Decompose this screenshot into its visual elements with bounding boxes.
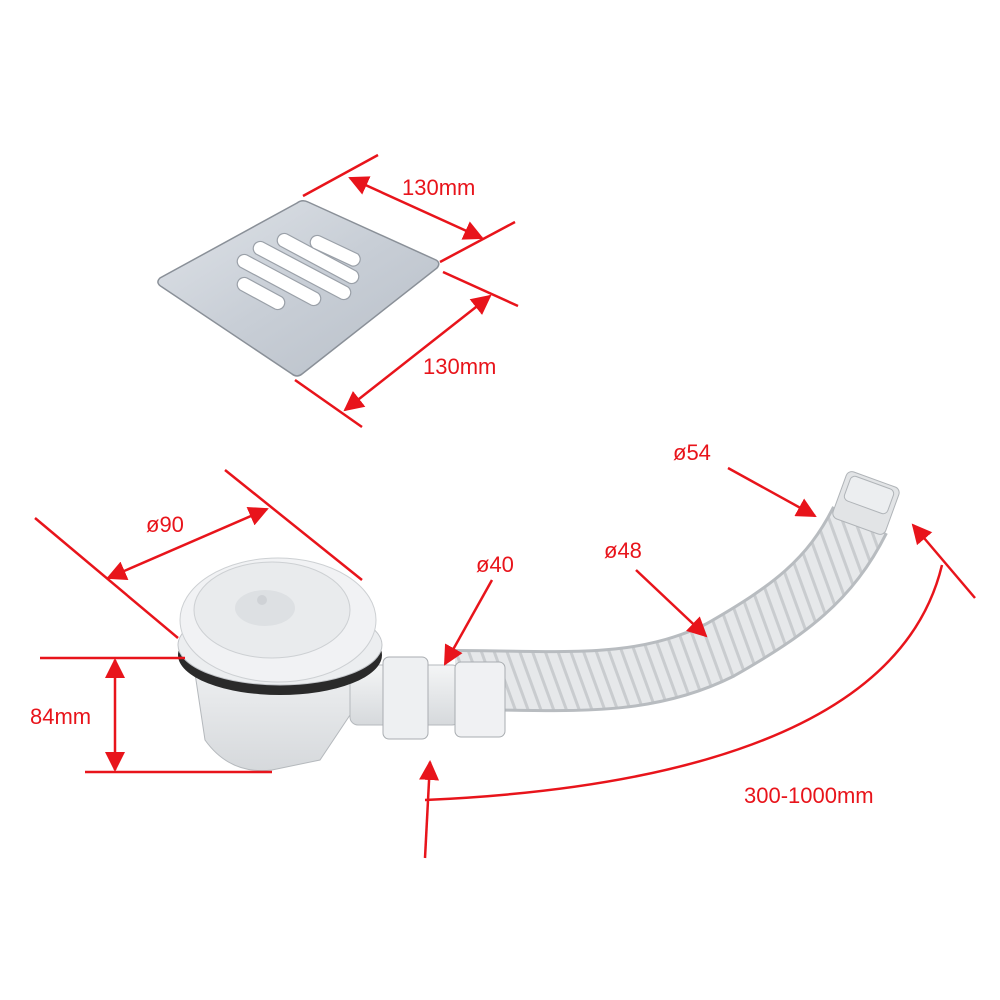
flexible-hose [454,471,900,713]
grate-depth-label: 130mm [423,354,497,379]
grate-width-label: 130mm [402,175,476,200]
trap-height-label: 84mm [30,704,92,729]
drain-trap [177,557,506,772]
hose-end-diameter-label: ø54 [673,440,711,465]
drain-grate [157,199,440,377]
trap-dimension-lines [34,466,976,859]
hose-diameter-label: ø48 [604,538,642,563]
outlet-diameter-label: ø40 [476,552,514,577]
trap-diameter-label: ø90 [146,512,184,537]
hose-length-label: 300-1000mm [744,783,874,808]
grate-dimension-lines [294,153,519,429]
